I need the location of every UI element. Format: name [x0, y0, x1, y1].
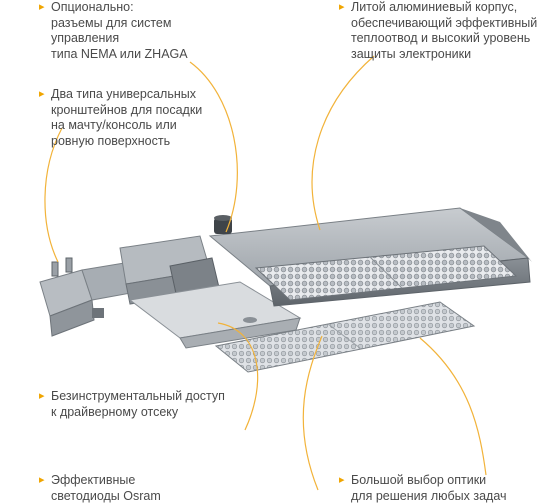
callout-line: для решения любых задач	[351, 488, 507, 503]
callout-line: теплоотвод и высокий уровень	[351, 31, 531, 45]
callout-connectors: Опционально: разъемы для систем управлен…	[51, 0, 188, 62]
mounting-bracket	[39, 257, 137, 337]
callout-leds: Эффективные светодиоды Osram	[51, 473, 161, 504]
mounting-arm	[119, 235, 223, 313]
callout-line: Безинструментальный доступ	[51, 389, 225, 403]
bullet-arrow-icon: ▸	[339, 474, 345, 486]
bullet-arrow-icon: ▸	[339, 1, 345, 13]
callout-line: Литой алюминиевый корпус,	[351, 0, 518, 14]
bullet-arrow-icon: ▸	[39, 1, 45, 13]
callout-line: Два типа универсальных	[51, 87, 196, 101]
bullet-arrow-icon: ▸	[39, 390, 45, 402]
bullet-arrow-icon: ▸	[39, 474, 45, 486]
callout-line: светодиоды Osram	[51, 488, 161, 503]
callout-line: типа NEMA или ZHAGA	[51, 46, 188, 61]
callout-line: разъемы для систем	[51, 15, 172, 30]
callout-line: Опционально:	[51, 0, 134, 14]
callout-line: к драйверному отсеку	[51, 404, 179, 419]
callout-housing: Литой алюминиевый корпус, обеспечивающий…	[351, 0, 537, 62]
callout-line: обеспечивающий эффективный	[351, 15, 538, 30]
callout-line: ровную поверхность	[51, 133, 171, 148]
callout-driver-access: Безинструментальный доступ к драйверному…	[51, 389, 225, 420]
callout-optics: Большой выбор оптики для решения любых з…	[351, 473, 507, 504]
callout-line: Большой выбор оптики	[351, 473, 487, 487]
led-module-detached	[214, 301, 476, 373]
callout-line: управления	[51, 31, 120, 45]
callout-line: защиты электроники	[351, 46, 472, 61]
callout-line: на мачту/консоль или	[51, 118, 177, 132]
callout-line: Эффективные	[51, 473, 136, 487]
bullet-arrow-icon: ▸	[39, 88, 45, 100]
callout-line: кронштейнов для посадки	[51, 102, 203, 117]
led-module-installed	[254, 245, 518, 301]
callout-brackets: Два типа универсальных кронштейнов для п…	[51, 87, 202, 149]
